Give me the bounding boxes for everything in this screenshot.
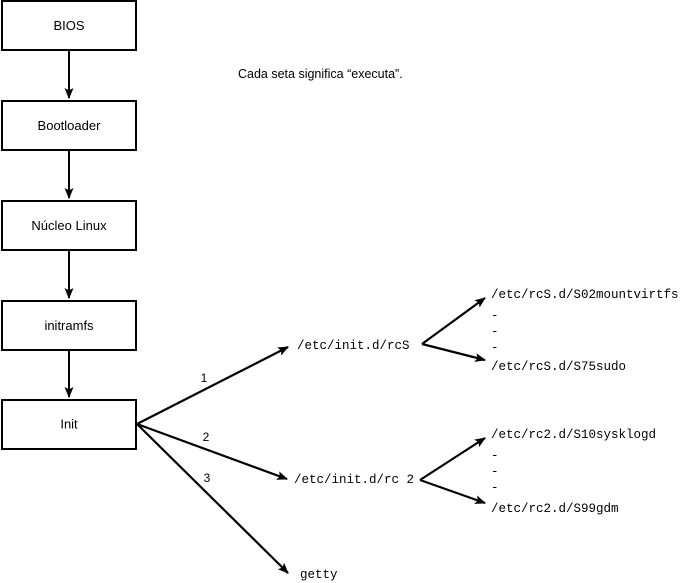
node-initramfs-label: initramfs [44,318,94,333]
arrow-init-branch-3 [136,423,289,574]
init-branch-numbers: 1 2 3 [201,371,211,485]
arrow-rcs-to-last-script [421,342,486,362]
node-bootloader-label: Bootloader [38,118,102,133]
node-init: Init [1,399,137,450]
target-rcs-label: /etc/init.d/rcS [297,339,410,353]
branch-targets: /etc/init.d/rcS /etc/init.d/rc 2 getty [294,339,414,582]
arrow-rc2-to-first-script [419,437,486,481]
node-initramfs-rect [1,300,137,351]
node-initramfs: initramfs [1,300,137,351]
rc2-script-last: /etc/rc2.d/S99gdm [491,502,619,516]
node-bootloader: Bootloader [1,100,137,151]
node-bios-rect [1,0,137,51]
rcs-ellipsis-dash-3: - [491,341,499,355]
rc2-ellipsis-dash-2: - [491,465,499,479]
node-init-rect [1,399,137,450]
rcs-script-last: /etc/rcS.d/S75sudo [491,360,626,374]
node-bios-label: BIOS [53,18,84,33]
branch-number-1: 1 [201,371,208,385]
rc2-script-list: /etc/rc2.d/S10sysklogd - - - /etc/rc2.d/… [491,428,656,516]
rcs-ellipsis-dash-2: - [491,325,499,339]
rc2-script-first: /etc/rc2.d/S10sysklogd [491,428,656,442]
branch-number-2: 2 [203,430,210,444]
rc2-ellipsis-dash-3: - [491,481,499,495]
arrow-init-branch-1 [136,346,289,425]
arrow-init-branch-2 [136,422,288,481]
node-bios: BIOS [1,0,137,51]
node-init-label: Init [60,416,78,431]
node-kernel-label: Núcleo Linux [31,218,107,233]
target-getty-label: getty [300,568,338,582]
node-kernel: Núcleo Linux [1,200,137,251]
rcs-script-first: /etc/rcS.d/S02mountvirtfs [491,288,679,302]
arrow-rc2-to-last-script [419,478,486,505]
rcs-script-list: /etc/rcS.d/S02mountvirtfs - - - /etc/rcS… [491,288,679,374]
boot-chain-group: BIOS Bootloader Núcleo Linux initramfs I… [1,0,137,450]
node-kernel-rect [1,200,137,251]
branch-number-3: 3 [204,471,211,485]
init-branch-arrows [136,346,289,574]
arrow-rcs-to-first-script [421,297,486,345]
rc2-ellipsis-dash-1: - [491,449,499,463]
target-rc2-label: /etc/init.d/rc 2 [294,473,414,487]
rcs-fanout-arrows [421,297,486,362]
legend-note: Cada seta significa “executa”. [238,67,403,81]
rc2-fanout-arrows [419,437,486,505]
rcs-ellipsis-dash-1: - [491,309,499,323]
